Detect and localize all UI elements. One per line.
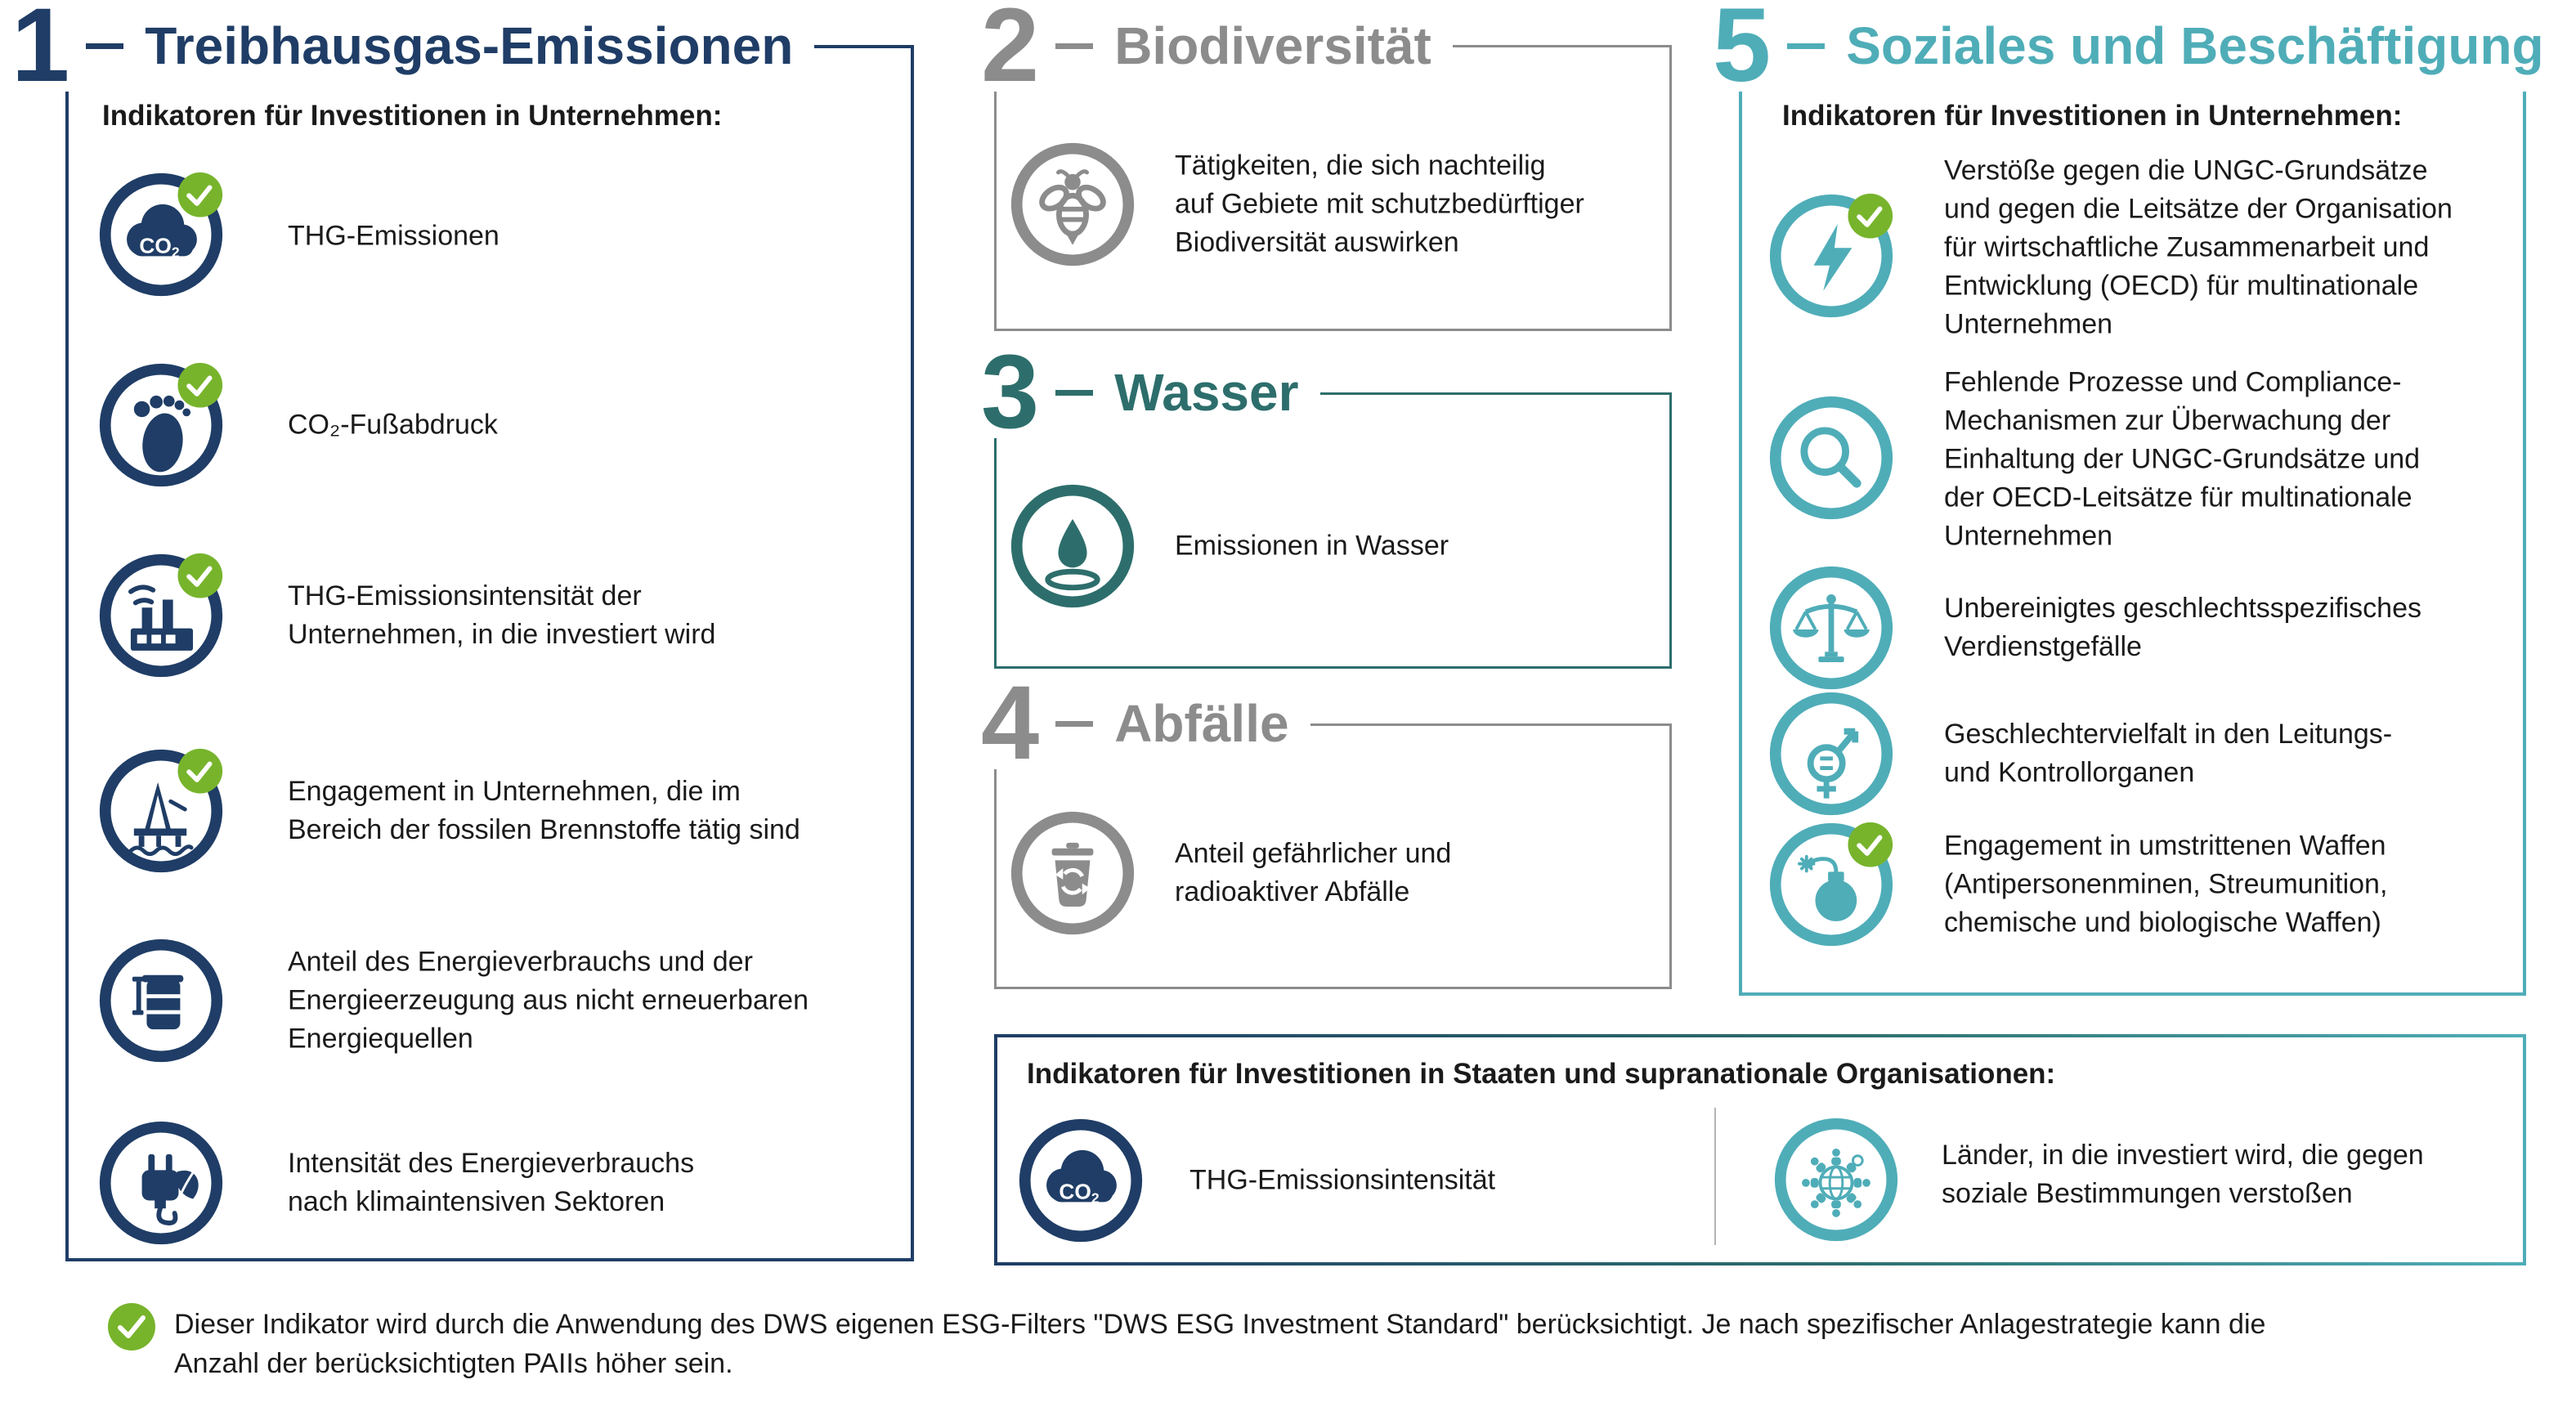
section-title-2-label: Biodiversität <box>1114 16 1431 75</box>
section-title-4-label: Abfälle <box>1114 694 1289 753</box>
scales-icon <box>1766 562 1897 693</box>
indicator-label: Länder, in die investiert wird, die gege… <box>1942 1140 2424 1209</box>
plug-leaf-icon <box>96 1118 226 1248</box>
magnifier-icon <box>1766 392 1897 523</box>
indicator-label: THG-Emissionen <box>288 220 500 252</box>
section-title-2: 2 Biodiversität <box>981 0 1453 104</box>
indicator-label: Fehlende Prozesse und Compliance- Mechan… <box>1944 366 2421 552</box>
section-box-wasser <box>994 392 1672 669</box>
section-title-3: 3 Wasser <box>981 334 1320 450</box>
section-title-3-label: Wasser <box>1114 363 1299 422</box>
indicator-label: THG-Emissionsintensität <box>1189 1164 1496 1196</box>
indicator-label: Geschlechtervielfalt in den Leitungs- un… <box>1944 719 2393 788</box>
heading-companies-1: Indikatoren für Investitionen in Unterne… <box>102 100 723 132</box>
water-drop-icon <box>1007 481 1138 611</box>
indicator-label: Anteil gefährlicher und radioaktiver Abf… <box>1175 838 1452 907</box>
co2-cloud-icon: CO2 <box>1015 1115 1146 1246</box>
section-number-3: 3 <box>981 334 1040 450</box>
oil-rig-icon <box>96 746 226 876</box>
co2-cloud-icon: CO2 <box>96 169 226 300</box>
indicator-label: Engagement in Unternehmen, die im Bereic… <box>288 776 800 845</box>
section-title-5: 5 Soziales und Beschäftigung <box>1713 0 2554 104</box>
heading-states: Indikatoren für Investitionen in Staaten… <box>1027 1058 2056 1090</box>
gender-icon <box>1766 688 1897 819</box>
indicator-label: Unbereinigtes geschlechtsspezifisches Ve… <box>1944 593 2421 662</box>
indicator-label: Intensität des Energieverbrauchs nach kl… <box>288 1148 695 1217</box>
globe-people-icon <box>1771 1114 1902 1245</box>
indicator-label: Verstöße gegen die UNGC-Grundsätze und g… <box>1944 155 2453 340</box>
dash-icon <box>1055 389 1094 396</box>
check-icon <box>108 1303 155 1351</box>
indicator-label: Tätigkeiten, die sich nachteilig auf Geb… <box>1175 150 1584 258</box>
indicator-label: Emissionen in Wasser <box>1175 530 1449 562</box>
bomb-icon <box>1766 819 1897 950</box>
section-title-1: 1 Treibhausgas-Emissionen <box>11 0 815 104</box>
dash-icon <box>1055 720 1094 727</box>
section-number-2: 2 <box>981 0 1040 104</box>
footprint-icon <box>96 360 226 491</box>
section-title-4: 4 Abfälle <box>981 665 1310 782</box>
section-title-5-label: Soziales und Beschäftigung <box>1846 16 2544 75</box>
indicator-label: Engagement in umstrittenen Waffen (Antip… <box>1944 830 2388 938</box>
bee-icon <box>1007 139 1138 270</box>
trash-recycle-icon <box>1007 808 1138 938</box>
indicator-label: THG-Emissionsintensität der Unternehmen,… <box>288 580 716 650</box>
oil-barrel-icon <box>96 935 226 1066</box>
indicator-label: CO₂-Fußabdruck <box>288 409 498 441</box>
section-title-1-label: Treibhausgas-Emissionen <box>145 16 794 75</box>
section-number-1: 1 <box>11 0 70 104</box>
lightning-icon <box>1766 190 1897 321</box>
section-box-staaten <box>994 1034 2526 1265</box>
dash-icon <box>1055 43 1094 49</box>
section-box-abfaelle <box>994 723 1672 989</box>
factory-icon <box>96 550 226 681</box>
dash-icon <box>86 43 124 49</box>
section-number-5: 5 <box>1713 0 1772 104</box>
heading-companies-5: Indikatoren für Investitionen in Unterne… <box>1782 100 2403 132</box>
indicator-label: Anteil des Energieverbrauchs und der Ene… <box>288 946 809 1055</box>
footnote-text: Dieser Indikator wird durch die Anwendun… <box>174 1309 2266 1379</box>
dash-icon <box>1787 43 1826 49</box>
section-number-4: 4 <box>981 665 1040 782</box>
vertical-divider <box>1714 1108 1716 1245</box>
